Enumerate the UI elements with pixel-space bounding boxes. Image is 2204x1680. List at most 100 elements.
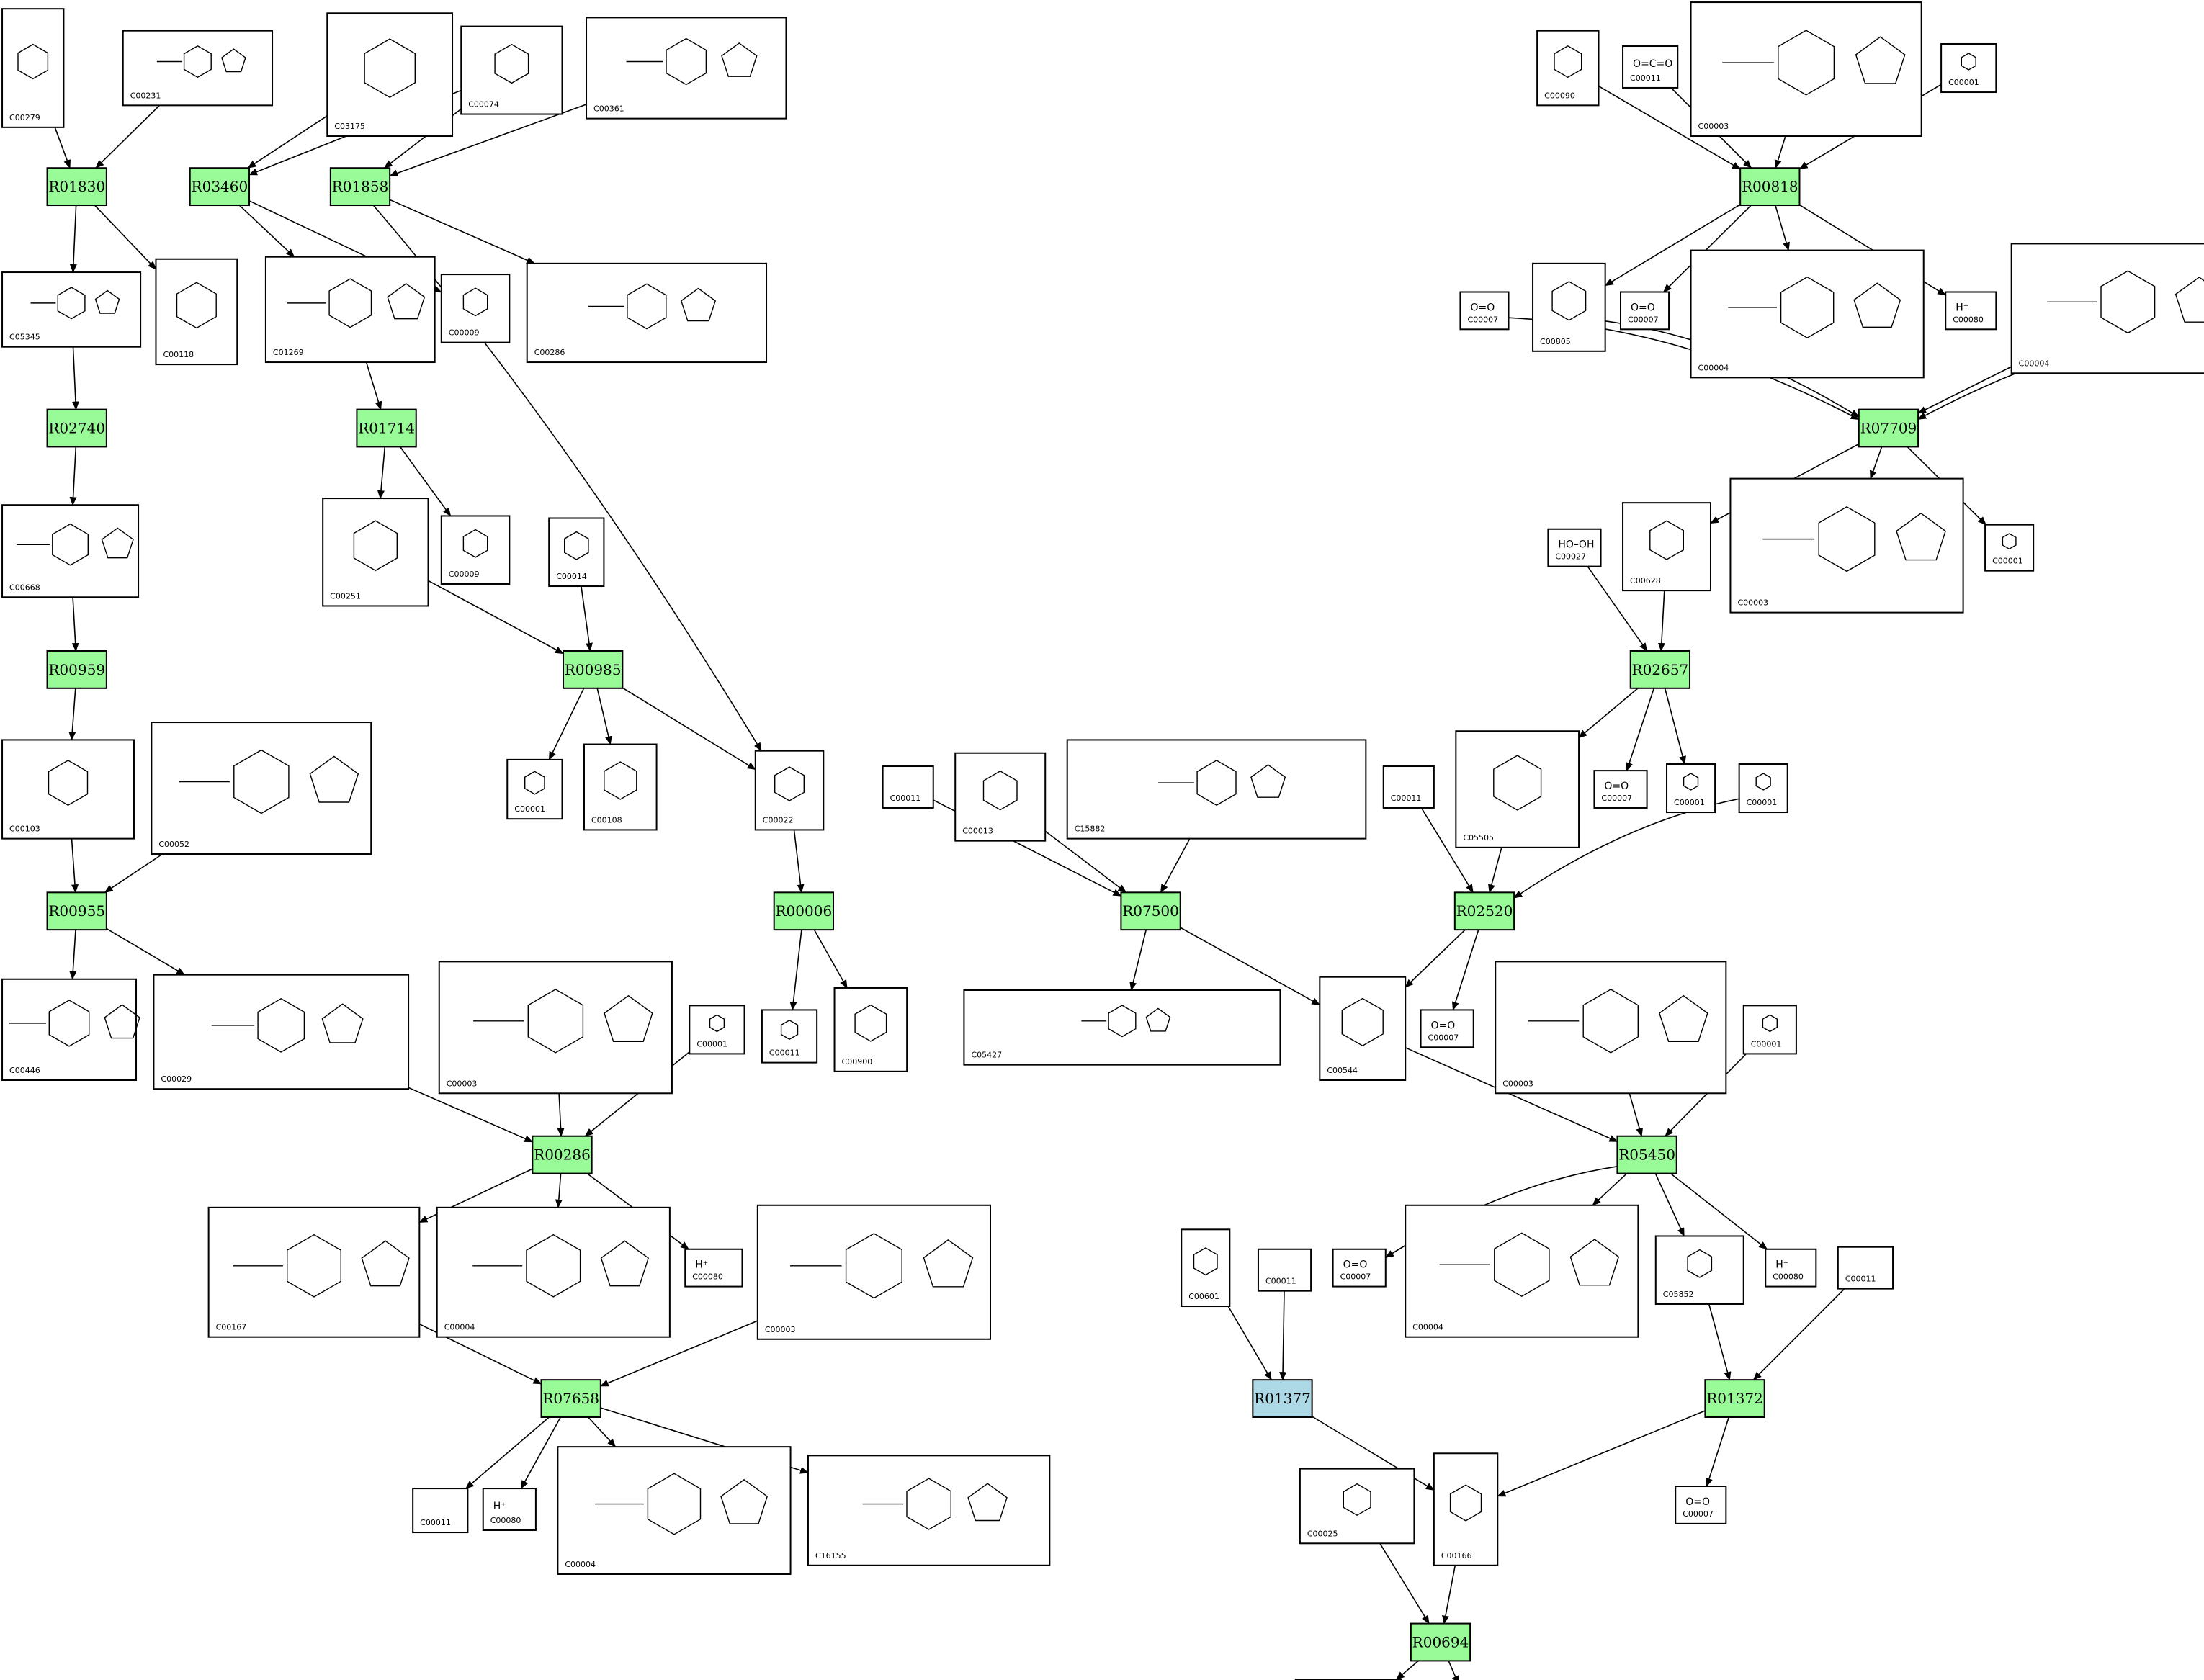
compound-box[interactable]: [1729, 477, 1964, 614]
compound-box[interactable]: [122, 30, 274, 107]
compound-node-c00003[interactable]: C00003: [756, 1204, 991, 1340]
reaction-node-r07500[interactable]: R07500: [1120, 891, 1181, 931]
compound-node-c00052[interactable]: C00052: [151, 722, 372, 855]
reaction-node-r07709[interactable]: R07709: [1858, 408, 1919, 448]
reaction-node-r01377[interactable]: R01377: [1252, 1379, 1313, 1418]
compound-box[interactable]: [506, 758, 563, 820]
compound-box[interactable]: [440, 515, 511, 585]
reaction-node-r02657[interactable]: R02657: [1629, 650, 1691, 689]
compound-box[interactable]: [460, 25, 563, 115]
compound-box[interactable]: [1455, 730, 1580, 848]
compound-box[interactable]: [1945, 291, 1997, 331]
compound-box[interactable]: [1547, 528, 1602, 567]
reaction-box[interactable]: [46, 650, 107, 689]
compound-node-c00009[interactable]: C00009: [440, 515, 511, 585]
compound-box[interactable]: [1, 8, 65, 128]
compound-box[interactable]: [954, 752, 1047, 842]
compound-node-c00003[interactable]: C00003: [438, 961, 673, 1095]
compound-node-c05505[interactable]: C05505: [1455, 730, 1580, 848]
reaction-box[interactable]: [540, 1379, 601, 1418]
compound-node-c00001[interactable]: C00001: [506, 758, 563, 820]
compound-node-c00231[interactable]: C00231: [122, 30, 274, 107]
compound-node-c00805[interactable]: C00805: [1532, 262, 1606, 352]
compound-box[interactable]: [754, 750, 825, 831]
compound-box[interactable]: [1, 504, 140, 598]
compound-box[interactable]: [684, 1248, 743, 1288]
reaction-node-r01372[interactable]: R01372: [1704, 1379, 1765, 1418]
reaction-box[interactable]: [1739, 167, 1801, 207]
reaction-box[interactable]: [1858, 408, 1919, 448]
compound-box[interactable]: [1382, 765, 1435, 809]
compound-box[interactable]: [583, 743, 658, 831]
compound-box[interactable]: [153, 974, 410, 1090]
reaction-node-r01830[interactable]: R01830: [46, 167, 107, 207]
reaction-box[interactable]: [773, 891, 835, 931]
compound-box[interactable]: [1666, 763, 1716, 814]
compound-node-c00001[interactable]: C00001: [1666, 763, 1716, 814]
reaction-box[interactable]: [1252, 1379, 1313, 1418]
compound-node-c00628[interactable]: C00628: [1622, 502, 1712, 592]
compound-node-c00103[interactable]: C00103: [1, 739, 135, 840]
compound-box[interactable]: [807, 1455, 1051, 1566]
compound-node-c00003[interactable]: C00003: [1729, 477, 1964, 614]
compound-box[interactable]: [207, 1206, 421, 1338]
compound-box[interactable]: [1742, 1005, 1797, 1055]
reaction-node-r01714[interactable]: R01714: [356, 408, 417, 448]
compound-box[interactable]: [438, 961, 673, 1095]
compound-box[interactable]: [1495, 961, 1727, 1095]
reaction-box[interactable]: [1453, 891, 1515, 931]
compound-node-c00025[interactable]: C00025: [1299, 1468, 1415, 1545]
compound-box[interactable]: [833, 987, 908, 1072]
compound-node-c00001[interactable]: C00001: [1742, 1005, 1797, 1055]
reaction-box[interactable]: [189, 167, 251, 207]
compound-node-c00001[interactable]: C00001: [1738, 763, 1788, 814]
compound-node-c00108[interactable]: C00108: [583, 743, 658, 831]
compound-node-c00361[interactable]: C00361: [586, 17, 787, 120]
compound-node-c00080[interactable]: H⁺C00080: [1945, 291, 1997, 331]
compound-box[interactable]: [326, 12, 454, 138]
reaction-node-r00985[interactable]: R00985: [563, 650, 624, 689]
compound-box[interactable]: [412, 1488, 469, 1534]
compound-node-c00022[interactable]: C00022: [754, 750, 825, 831]
reaction-node-r00694[interactable]: R00694: [1410, 1622, 1471, 1662]
compound-box[interactable]: [1940, 42, 1997, 94]
reaction-node-r02520[interactable]: R02520: [1453, 891, 1515, 931]
compound-node-c05852[interactable]: C05852: [1654, 1235, 1744, 1305]
compound-box[interactable]: [557, 1446, 792, 1575]
compound-node-c00080[interactable]: H⁺C00080: [1765, 1248, 1817, 1288]
compound-node-c00167[interactable]: C00167: [207, 1206, 421, 1338]
reaction-box[interactable]: [1616, 1135, 1677, 1174]
compound-node-c00001[interactable]: C00001: [1984, 524, 2035, 572]
reaction-node-r05450[interactable]: R05450: [1616, 1135, 1677, 1174]
compound-box[interactable]: [151, 722, 372, 855]
compound-box[interactable]: [1690, 249, 1925, 379]
compound-box[interactable]: [1536, 30, 1600, 107]
compound-node-c00004[interactable]: C00004: [1690, 249, 1925, 379]
compound-node-c00004[interactable]: C00004: [436, 1206, 671, 1338]
compound-node-c00286[interactable]: C00286: [526, 262, 768, 364]
compound-box[interactable]: [436, 1206, 671, 1338]
compound-box[interactable]: [1, 739, 135, 840]
compound-node-c00279[interactable]: C00279: [1, 8, 65, 128]
compound-box[interactable]: [761, 1009, 818, 1064]
compound-box[interactable]: [963, 989, 1281, 1066]
compound-node-c00668[interactable]: C00668: [1, 504, 140, 598]
compound-node-c00004[interactable]: C00004: [2010, 243, 2204, 374]
compound-node-c00011[interactable]: C00011: [1257, 1248, 1312, 1292]
compound-node-c00011[interactable]: C00011: [1382, 765, 1435, 809]
reaction-node-r00006[interactable]: R00006: [773, 891, 835, 931]
compound-box[interactable]: [1654, 1235, 1744, 1305]
compound-node-c00009[interactable]: C00009: [440, 274, 511, 343]
reaction-node-r02740[interactable]: R02740: [46, 408, 107, 448]
reaction-box[interactable]: [532, 1135, 593, 1174]
reaction-box[interactable]: [1120, 891, 1181, 931]
compound-box[interactable]: [882, 765, 934, 809]
compound-box[interactable]: [1690, 1, 1922, 138]
compound-node-c00003[interactable]: C00003: [1495, 961, 1727, 1095]
compound-box[interactable]: [586, 17, 787, 120]
